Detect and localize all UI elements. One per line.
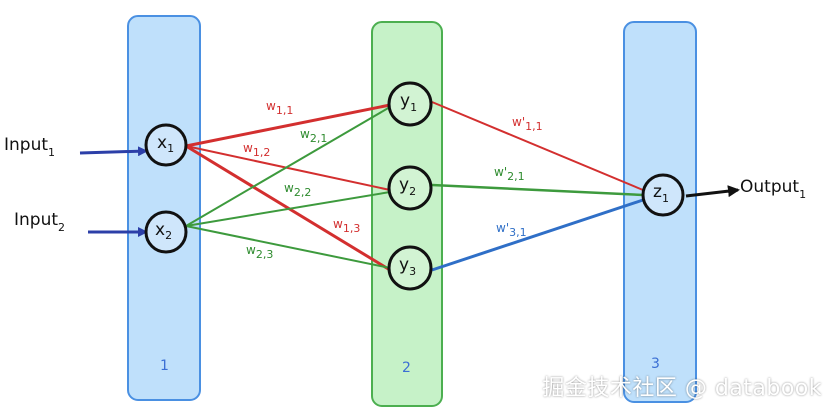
node-y2-label: y2: [399, 175, 416, 198]
output-label: Output1: [740, 177, 806, 201]
weight-wp21-label: w'2,1: [494, 165, 525, 183]
weight-wp11-label: w'1,1: [512, 115, 543, 133]
layer-1-panel: [127, 15, 201, 401]
weight-w12-label: w1,2: [243, 141, 270, 159]
edge-x1-y2: [185, 145, 391, 191]
node-y2: y2: [387, 165, 433, 211]
edges-hidden-output: [431, 101, 644, 272]
weight-wp31-label: w'3,1: [496, 221, 527, 239]
node-x2-label: x2: [155, 220, 172, 242]
node-y1: y1: [387, 81, 433, 127]
layer-3-number: 3: [651, 356, 660, 372]
edge-y1-z1: [431, 101, 644, 191]
weight-w11-label: w1,1: [266, 99, 293, 117]
node-z1: z1: [641, 173, 685, 217]
weight-w23-label: w2,3: [246, 243, 273, 261]
layer-1-number: 1: [160, 358, 169, 374]
node-y1-label: y1: [400, 91, 417, 114]
node-z1-label: z1: [653, 182, 669, 205]
layer-2-number: 2: [402, 360, 411, 376]
node-y3-label: y3: [399, 255, 416, 278]
node-x1-label: x1: [157, 133, 174, 155]
edge-x1-y1: [185, 103, 391, 148]
output-arrow: [685, 185, 740, 198]
watermark: 掘金技术社区 @ databook: [542, 376, 822, 401]
edge-x2-y3: [185, 225, 391, 269]
edge-y2-z1: [431, 183, 644, 197]
layer-2-panel: [371, 21, 443, 407]
edge-y3-z1: [431, 198, 644, 272]
weight-w21-label: w2,1: [300, 127, 327, 145]
edge-x2-y1: [185, 106, 391, 227]
weight-w22-label: w2,2: [284, 181, 311, 199]
node-x2: x2: [144, 210, 188, 254]
edges-input-hidden: [185, 103, 391, 272]
input-1-label: Input1: [4, 135, 55, 159]
weight-w13-label: w1,3: [333, 217, 360, 235]
node-x1: x1: [144, 123, 188, 167]
input-2-label: Input2: [14, 210, 65, 234]
node-y3: y3: [387, 245, 433, 291]
edge-x2-y2: [185, 191, 391, 227]
input-1-arrow: [79, 146, 148, 157]
